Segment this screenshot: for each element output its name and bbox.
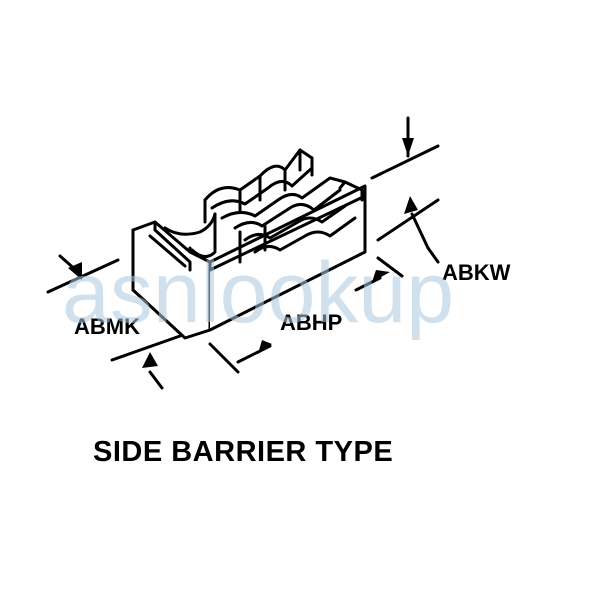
terminal-block [131,148,367,340]
abkw-bottom-arrow [404,196,418,214]
abkw-dimension [370,116,440,264]
dimension-arrowheads [68,138,418,368]
abhp-label: ABHP [280,310,342,335]
abhp-right-arrow [372,270,390,282]
abmk-top-arrow [68,262,82,280]
abmk-bottom-arrow [142,352,158,368]
abkw-label: ABKW [442,260,511,285]
diagram-caption: SIDE BARRIER TYPE [93,436,394,468]
abkw-top-arrow [402,138,414,156]
abhp-left-arrow [258,340,272,354]
abmk-label: ABMK [74,314,140,339]
watermark-text: asnlookup [62,245,454,341]
